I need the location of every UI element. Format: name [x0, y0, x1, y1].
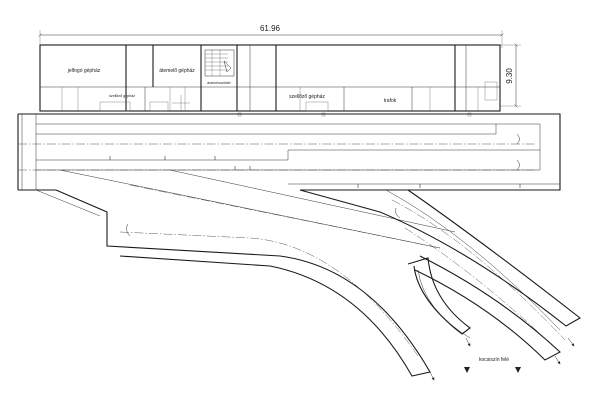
length-dimension: 61.96 — [40, 24, 502, 48]
direction-label: kocsiszín felé — [479, 357, 509, 363]
height-dimension-label: 9.30 — [505, 68, 514, 84]
service-building — [39, 44, 501, 117]
staircase — [204, 49, 235, 77]
room-label-stair: áramelosztótér — [207, 81, 232, 85]
direction-arrow-right — [515, 367, 521, 373]
length-dimension-label: 61.96 — [260, 24, 281, 33]
height-dimension: 9.30 — [500, 45, 521, 106]
track-tunnel — [17, 113, 561, 191]
room-label-vent-right: szellőző gépház — [289, 94, 325, 100]
room-label-vent-left: szellőző gépház — [109, 94, 135, 98]
exit-ramps — [35, 169, 581, 381]
room-label-trafo: trafok — [384, 98, 397, 104]
direction-arrow-left — [464, 367, 470, 373]
room-label-lift: átemelő gépház — [159, 68, 195, 74]
direction-note: kocsiszín felé — [464, 357, 521, 373]
room-label-signal: jelfogó gépház — [67, 68, 101, 74]
